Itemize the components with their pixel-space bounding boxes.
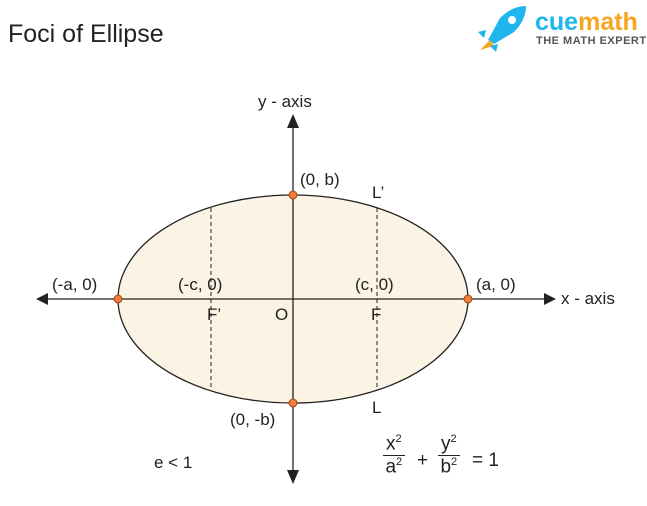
- y-axis-top-arrow-icon: [287, 114, 299, 128]
- x-axis-left-arrow-icon: [36, 293, 48, 305]
- brand-name: cuemath: [535, 8, 638, 36]
- eccentricity-label: e < 1: [154, 453, 193, 472]
- top-vertex-label: (0, b): [300, 170, 340, 189]
- latus-bottom-label: L: [372, 398, 382, 417]
- left-vertex-label: (-a, 0): [52, 275, 98, 294]
- left-focus-label: (-c, 0): [178, 275, 223, 294]
- focus-left-name: F’: [207, 305, 222, 324]
- rocket-logo-icon: [478, 6, 526, 52]
- right-vertex-label: (a, 0): [476, 275, 516, 294]
- origin-label: O: [275, 305, 289, 324]
- vertex-bottom-point: [288, 398, 298, 408]
- brand-tagline: THE MATH EXPERT: [536, 35, 647, 47]
- right-focus-label: (c, 0): [355, 275, 394, 294]
- y-axis-bottom-arrow-icon: [287, 470, 299, 484]
- bottom-vertex-label: (0, -b): [230, 410, 276, 429]
- focus-right-name: F: [371, 305, 382, 324]
- vertex-left-point: [113, 294, 123, 304]
- x-axis-right-arrow-icon: [544, 293, 556, 305]
- y-axis-label: y - axis: [258, 92, 312, 111]
- x-axis-label: x - axis: [561, 289, 615, 308]
- vertex-top-point: [288, 190, 298, 200]
- page-title: Foci of Ellipse: [8, 20, 164, 48]
- latus-top-label: L’: [372, 183, 385, 202]
- vertex-right-point: [463, 294, 473, 304]
